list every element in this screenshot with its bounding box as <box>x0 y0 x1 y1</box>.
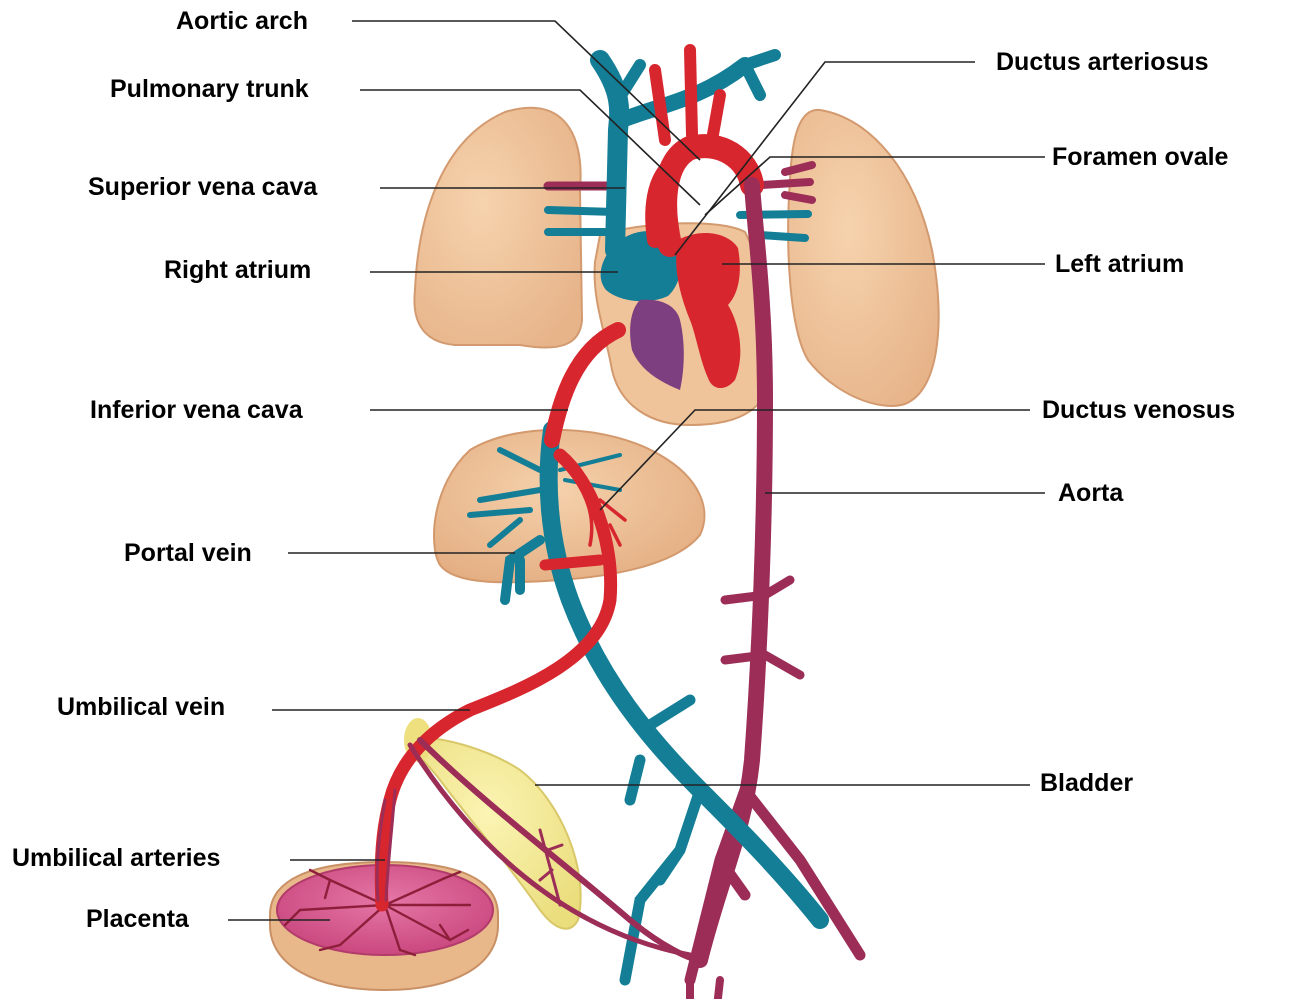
label-placenta: Placenta <box>86 904 189 934</box>
left-lung <box>788 110 938 406</box>
label-umbilical-vein: Umbilical vein <box>57 692 225 722</box>
label-left-atrium: Left atrium <box>1055 249 1184 279</box>
label-foramen-ovale: Foramen ovale <box>1052 142 1228 172</box>
label-portal-vein: Portal vein <box>124 538 252 568</box>
label-umbilical-arteries: Umbilical arteries <box>12 843 220 873</box>
label-bladder: Bladder <box>1040 768 1133 798</box>
label-pulmonary-trunk: Pulmonary trunk <box>110 74 309 104</box>
label-aortic-arch: Aortic arch <box>176 6 308 36</box>
label-inferior-vena-cava: Inferior vena cava <box>90 395 303 425</box>
label-ductus-venosus: Ductus venosus <box>1042 395 1235 425</box>
leader-lines <box>228 21 1045 920</box>
label-right-atrium: Right atrium <box>164 255 311 285</box>
label-aorta: Aorta <box>1058 478 1123 508</box>
label-ductus-arteriosus: Ductus arteriosus <box>996 47 1209 77</box>
right-lung <box>414 108 582 348</box>
label-superior-vena-cava: Superior vena cava <box>88 172 317 202</box>
